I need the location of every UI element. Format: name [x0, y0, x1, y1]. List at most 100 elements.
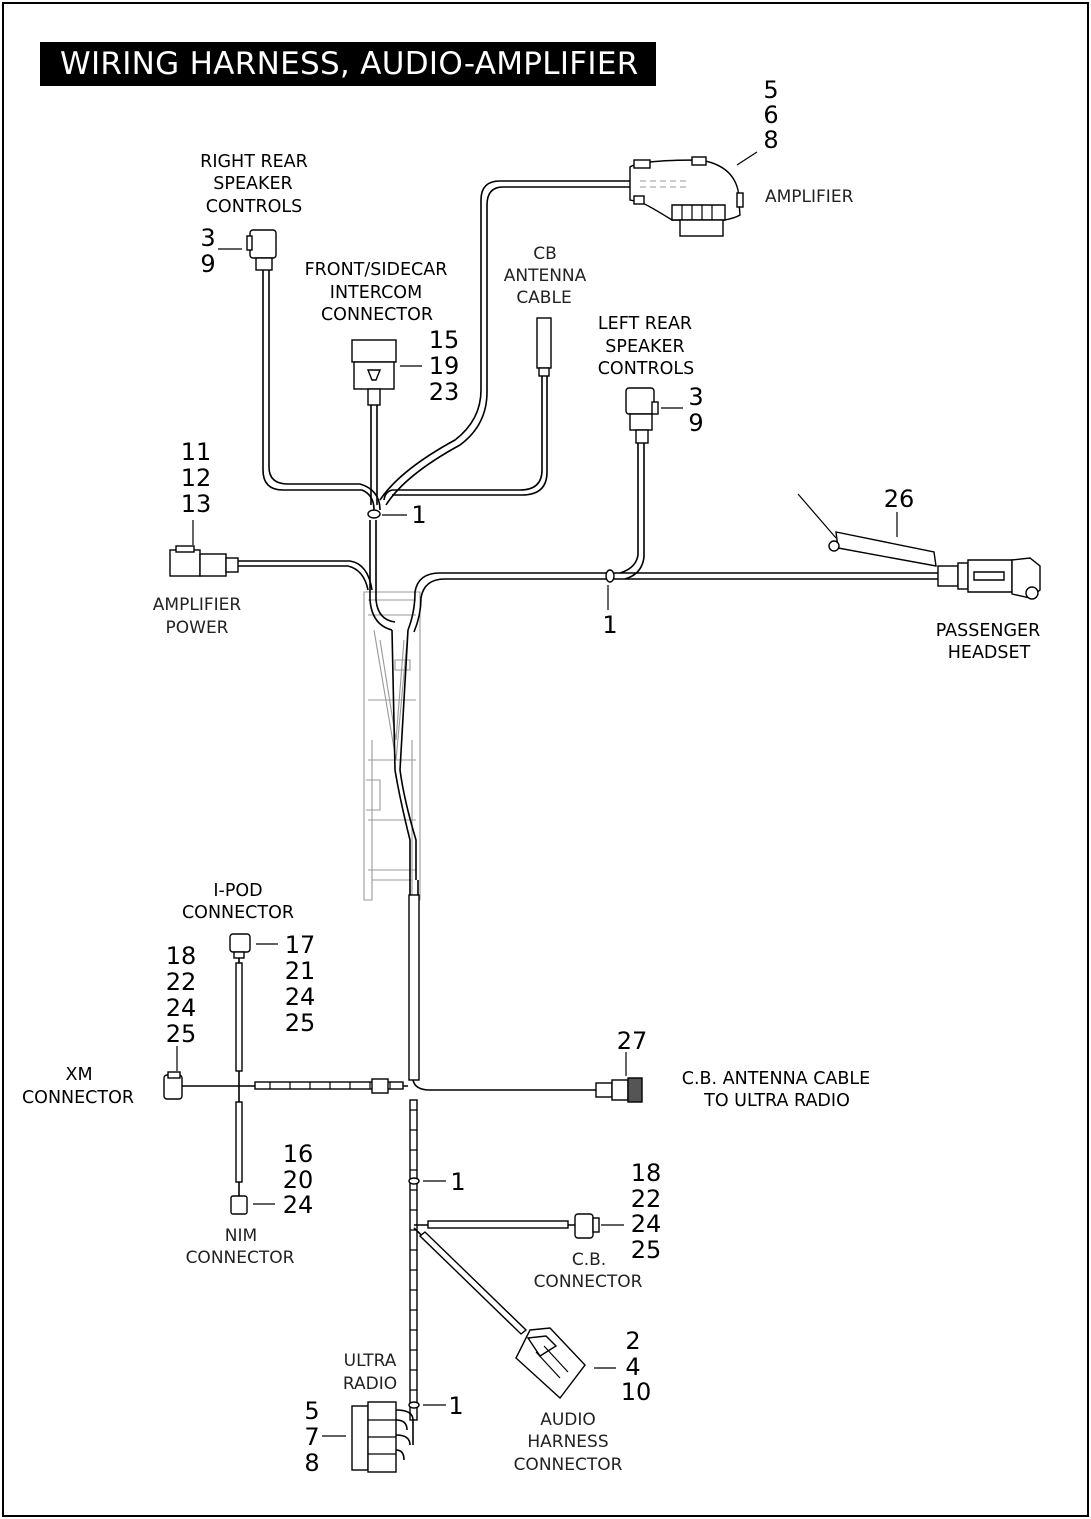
left-rear-label-2: SPEAKER — [605, 337, 684, 357]
amp-power-label-1: AMPLIFIER — [153, 595, 242, 615]
amp-power-label-2: POWER — [166, 618, 229, 638]
left-rear-speaker-connector — [625, 387, 659, 444]
cb-connector-component — [574, 1213, 600, 1239]
callout-ultra-radio-2: 7 — [304, 1423, 319, 1451]
callout-amp-power-2: 12 — [181, 464, 212, 492]
audio-harness-label-3: CONNECTOR — [514, 1455, 623, 1475]
left-rear-label-3: CONTROLS — [598, 359, 695, 379]
front-sidecar-label-1: FRONT/SIDECAR — [305, 260, 448, 280]
harness-wires — [182, 180, 940, 1461]
callout-ipod-right-3: 24 — [285, 983, 316, 1011]
callout-intercom-3: 23 — [429, 378, 460, 406]
cb-ultra-label-1: C.B. ANTENNA CABLE — [682, 1069, 870, 1089]
cb-connector-label-2: CONNECTOR — [534, 1272, 643, 1292]
front-sidecar-label-3: CONNECTOR — [321, 305, 433, 325]
nim-label-1: NIM — [225, 1226, 257, 1246]
callout-ultra-radio-3: 8 — [304, 1449, 319, 1477]
callout-audio-harness-2: 4 — [625, 1353, 640, 1381]
passenger-label-1: PASSENGER — [936, 621, 1041, 641]
headset-module — [797, 493, 937, 567]
amplifier-label: AMPLIFIER — [765, 187, 854, 207]
clip-upper — [367, 509, 381, 519]
cb-antenna-label-3: CABLE — [516, 288, 571, 308]
diagram-title: WIRING HARNESS, AUDIO-AMPLIFIER — [40, 42, 656, 86]
callout-ipod-left-1: 18 — [166, 942, 197, 970]
cb-connector-label-1: C.B. — [572, 1250, 606, 1270]
callout-audio-harness-3: 10 — [621, 1378, 652, 1406]
callout-ipod-left-4: 25 — [166, 1020, 197, 1048]
callout-right-rear-1: 3 — [200, 224, 215, 252]
xm-label-2: CONNECTOR — [22, 1088, 134, 1108]
xm-splice — [371, 1078, 389, 1094]
audio-harness-connector-component — [515, 1327, 586, 1400]
callout-amplifier-1: 5 — [763, 76, 778, 104]
left-rear-label-1: LEFT REAR — [598, 314, 692, 334]
amplifier-power-connector — [169, 545, 239, 577]
audio-harness-label-1: AUDIO — [540, 1410, 596, 1430]
callout-nim-3: 24 — [283, 1191, 314, 1219]
nim-connector — [230, 1195, 248, 1215]
ipod-label-1: I-POD — [213, 881, 262, 901]
callout-ipod-right-1: 17 — [285, 931, 316, 959]
xm-label-1: XM — [65, 1065, 92, 1085]
callout-cb-connector-2: 22 — [631, 1185, 662, 1213]
callout-cb-connector-4: 25 — [631, 1236, 662, 1264]
callout-ipod-right-4: 25 — [285, 1009, 316, 1037]
clip-mid — [408, 1177, 420, 1185]
right-rear-speaker-connector — [246, 229, 277, 271]
nim-label-2: CONNECTOR — [186, 1248, 295, 1268]
callout-clip-lower: 1 — [448, 1392, 463, 1420]
callout-amp-power-3: 13 — [181, 490, 212, 518]
ultra-radio-label-1: ULTRA — [344, 1351, 397, 1371]
callout-numbers: 5 6 8 3 9 15 19 23 3 9 11 12 13 1 1 26 1… — [166, 76, 915, 1477]
audio-harness-label-2: HARNESS — [527, 1432, 608, 1452]
cb-antenna-cable-end — [536, 317, 552, 377]
callout-amplifier-3: 8 — [763, 126, 778, 154]
ultra-radio-label-2: RADIO — [343, 1374, 397, 1394]
callout-left-rear-2: 9 — [688, 409, 703, 437]
callout-clip-upper: 1 — [411, 501, 426, 529]
callout-nim-2: 20 — [283, 1166, 314, 1194]
clip-right — [605, 569, 615, 583]
clip-lower — [408, 1401, 420, 1409]
callout-cb-connector-3: 24 — [631, 1210, 662, 1238]
components — [163, 156, 1041, 1473]
right-rear-label-1: RIGHT REAR — [200, 152, 308, 172]
cb-antenna-label-1: CB — [533, 244, 557, 264]
cb-ultra-connector — [595, 1077, 643, 1103]
ipod-connector — [229, 933, 251, 959]
cb-ultra-label-2: TO ULTRA RADIO — [703, 1091, 850, 1111]
front-sidecar-label-2: INTERCOM — [330, 283, 422, 303]
ultra-radio-connector — [351, 1401, 397, 1473]
right-rear-label-3: CONTROLS — [206, 197, 303, 217]
leader-lines — [176, 151, 898, 1437]
callout-nim-1: 16 — [283, 1140, 314, 1168]
amplifier-component — [629, 156, 744, 237]
callout-right-rear-2: 9 — [200, 250, 215, 278]
callout-cb-ultra: 27 — [617, 1027, 648, 1055]
callout-intercom-1: 15 — [429, 326, 460, 354]
intercom-connector — [351, 339, 397, 406]
passenger-headset-connector — [937, 557, 1041, 600]
callout-intercom-2: 19 — [429, 352, 460, 380]
callout-clip-mid: 1 — [450, 1168, 465, 1196]
callout-ultra-radio-1: 5 — [304, 1397, 319, 1425]
passenger-label-2: HEADSET — [948, 643, 1031, 663]
chassis-outline — [363, 591, 421, 901]
callout-ipod-left-3: 24 — [166, 994, 197, 1022]
ipod-label-2: CONNECTOR — [182, 903, 294, 923]
callout-cb-connector-1: 18 — [631, 1159, 662, 1187]
callout-clip-right: 1 — [602, 611, 617, 639]
xm-connector — [163, 1071, 183, 1100]
callout-audio-harness-1: 2 — [625, 1327, 640, 1355]
callout-amp-power-1: 11 — [181, 438, 212, 466]
callout-amplifier-2: 6 — [763, 101, 778, 129]
component-labels: RIGHT REAR SPEAKER CONTROLS FRONT/SIDECA… — [22, 152, 1040, 1475]
cb-antenna-label-2: ANTENNA — [504, 266, 587, 286]
callout-left-rear-1: 3 — [688, 383, 703, 411]
callout-ipod-left-2: 22 — [166, 968, 197, 996]
callout-headset: 26 — [884, 485, 915, 513]
right-rear-label-2: SPEAKER — [213, 174, 292, 194]
